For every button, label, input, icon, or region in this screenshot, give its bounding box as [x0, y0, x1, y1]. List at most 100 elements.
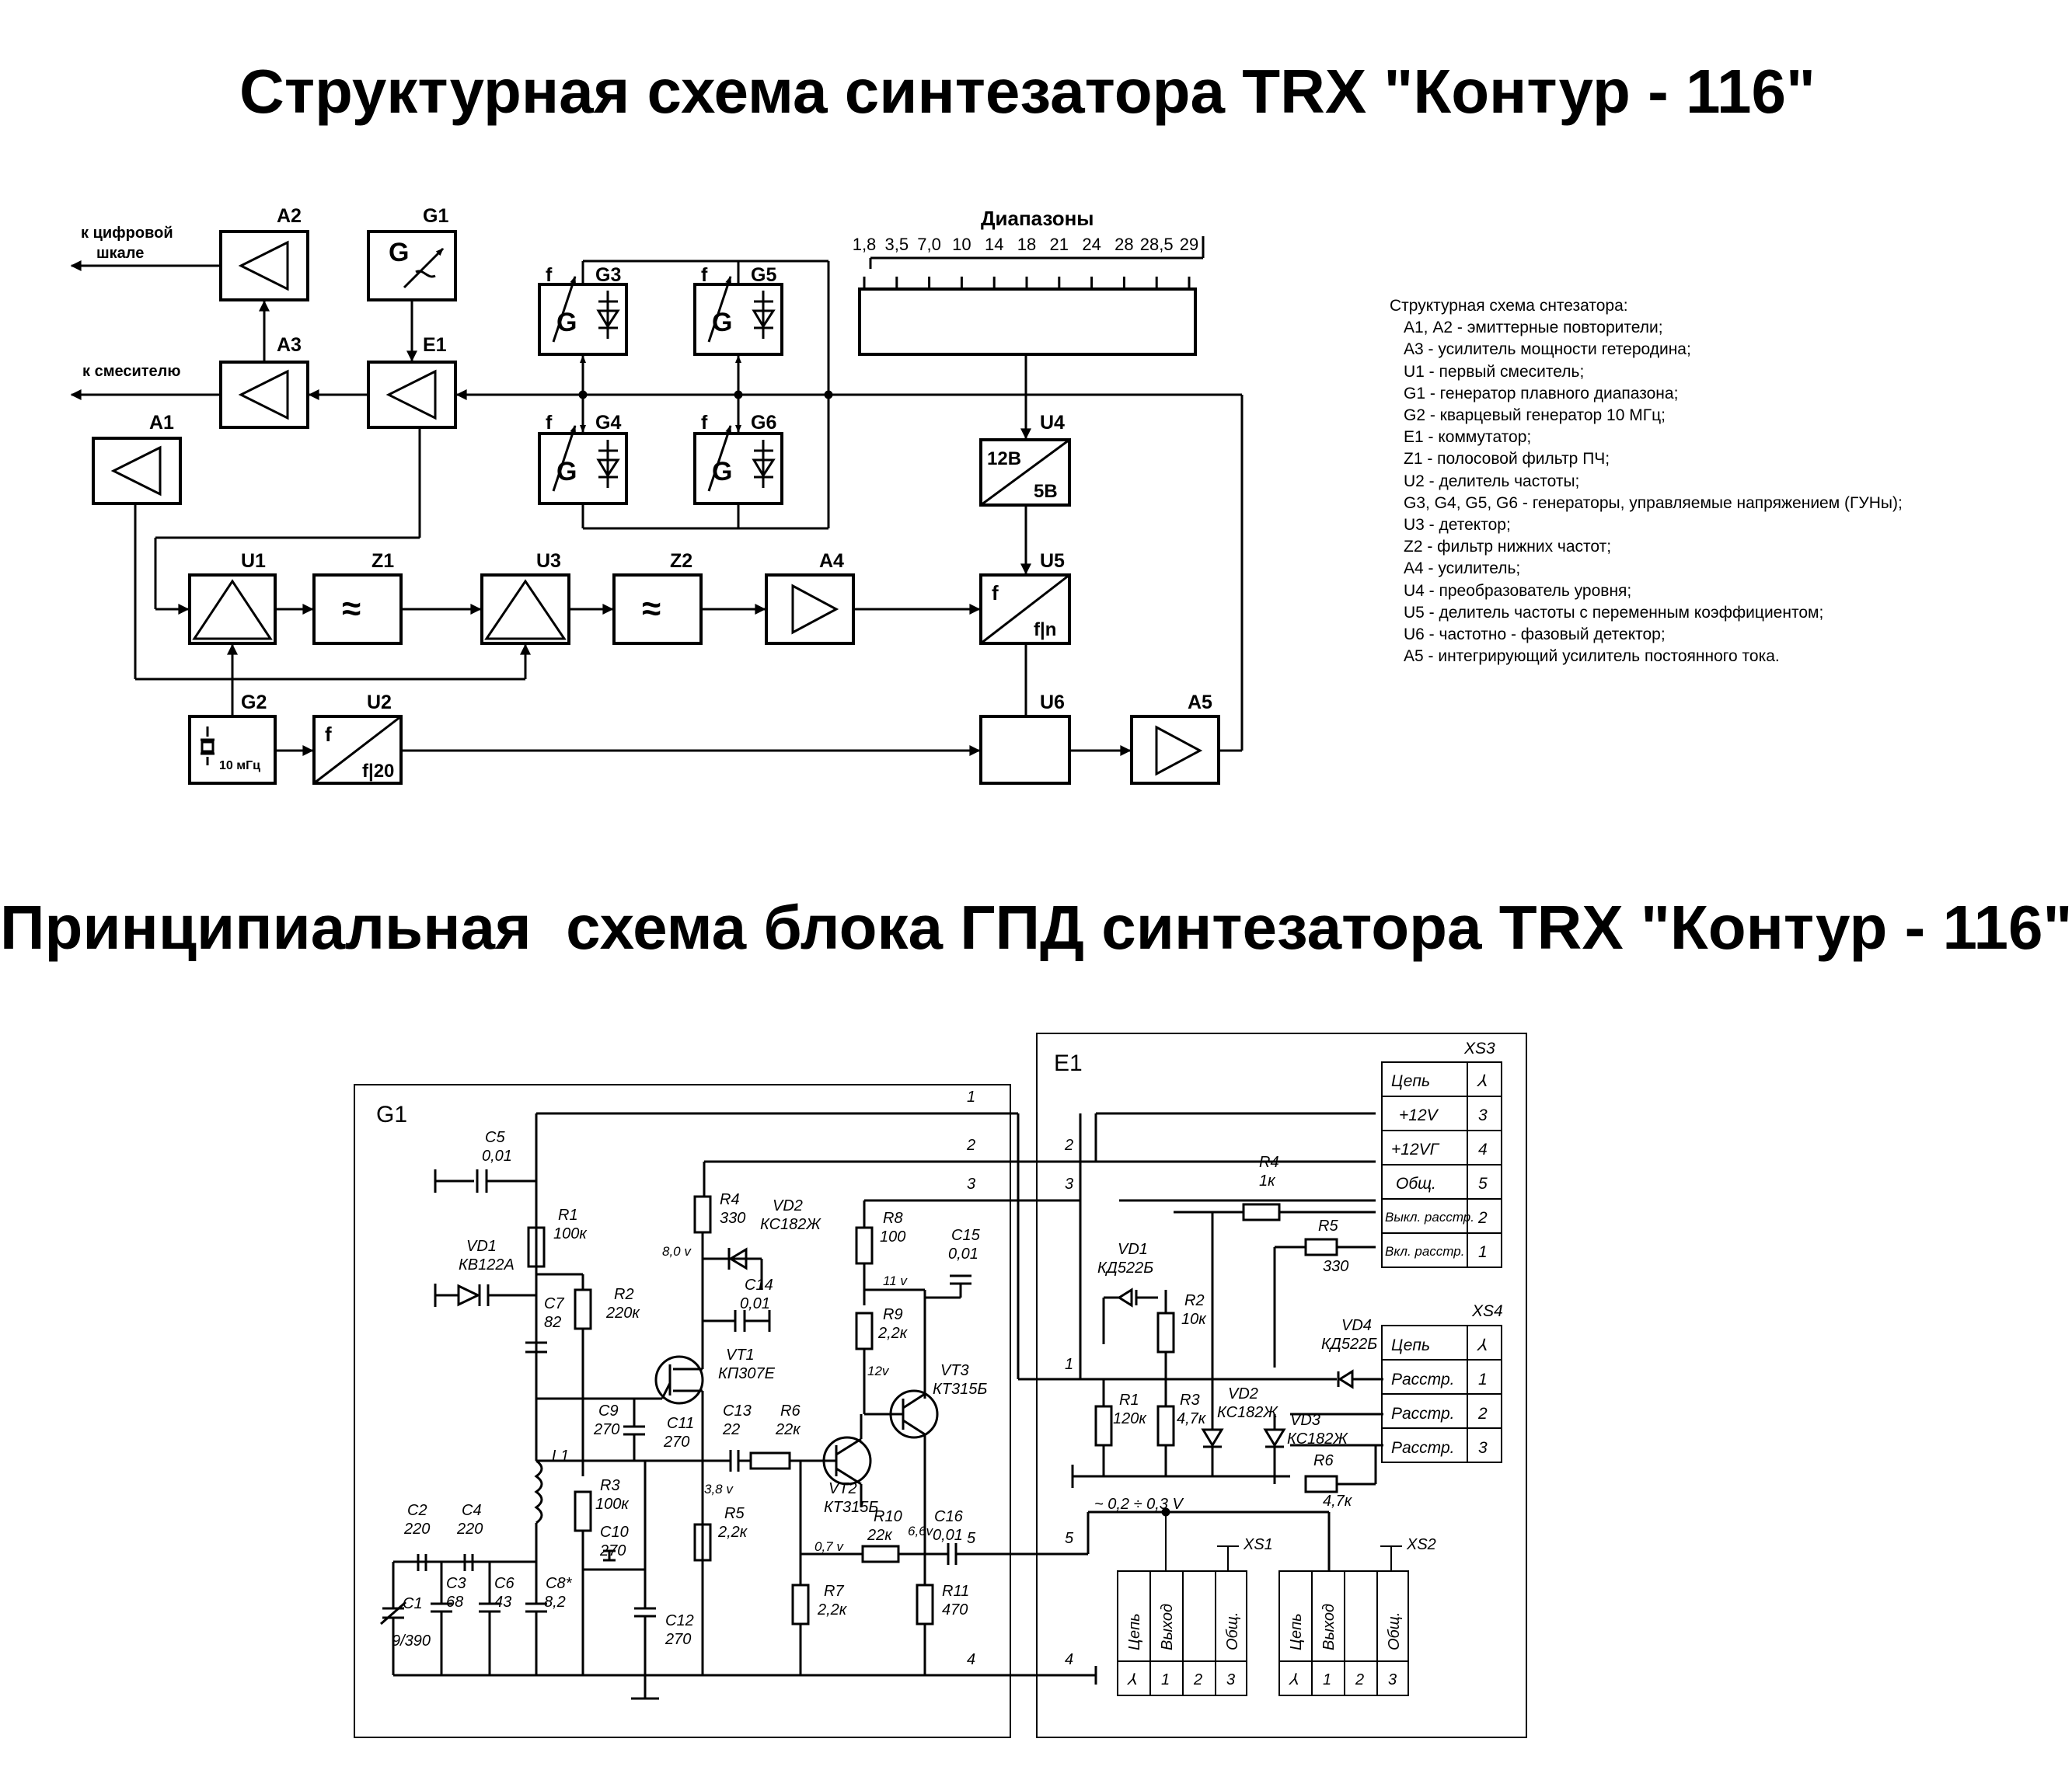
- c1-ref: C1: [403, 1595, 423, 1612]
- c13-value: 22: [722, 1421, 740, 1438]
- label-a2: A2: [277, 205, 302, 227]
- xs2-col: Выход: [1320, 1604, 1338, 1650]
- legend-item: U3 - детектор;: [1404, 516, 1511, 535]
- voltage-12v: 12v: [867, 1364, 890, 1378]
- pin-4: 4: [967, 1651, 975, 1668]
- c14-value: 0,01: [740, 1295, 770, 1312]
- c6-value: 43: [494, 1594, 511, 1611]
- block-g6: [693, 425, 783, 505]
- component-labels: C5 0,01 R1 100к VD1 КВ122А C7 82 R2 220к…: [392, 1129, 987, 1650]
- xs3-row-label: +12VГ: [1391, 1141, 1440, 1159]
- legend-title: Структурная схема снтезатора:: [1390, 297, 1628, 315]
- block-inner-text: G G G G G f f f f 12В 5В f f|n f f|20 10…: [219, 238, 1058, 782]
- xs2-name: XS2: [1406, 1536, 1436, 1553]
- c16-ref: C16: [934, 1508, 964, 1525]
- legend-item: А5 - интегрирующий усилитель постоянного…: [1404, 647, 1780, 666]
- e1-frame: [1036, 1033, 1527, 1738]
- u4-input-level: 12В: [987, 448, 1021, 469]
- legend-item: U4 - преобразователь уровня;: [1404, 581, 1632, 600]
- xs1-col: Цепь: [1126, 1613, 1143, 1650]
- vt2-ref: VT2: [828, 1480, 857, 1497]
- c9-value: 270: [593, 1421, 619, 1438]
- label-g6: G6: [751, 412, 776, 434]
- output-labels: к цифровой шкале к смесителю: [81, 225, 180, 380]
- c5-ref: C5: [485, 1129, 505, 1146]
- g1-symbol: G: [389, 238, 409, 267]
- legend-item: Е1 - коммутатор;: [1404, 428, 1532, 447]
- r1-ref: R1: [558, 1207, 578, 1224]
- label-u6: U6: [1040, 692, 1065, 713]
- g1-label: G1: [376, 1102, 407, 1127]
- legend-item: G1 - генератор плавного диапазона;: [1404, 384, 1679, 402]
- label-a4: A4: [819, 550, 844, 572]
- xs1-pin: 3: [1226, 1671, 1235, 1688]
- g2-frequency: 10 мГц: [219, 759, 260, 772]
- block-a1: [92, 437, 182, 505]
- vt3-ref: VT3: [940, 1362, 969, 1379]
- label-a5: A5: [1188, 692, 1212, 713]
- pin-1-e1: 1: [1065, 1356, 1073, 1373]
- vd2-ref: VD2: [773, 1197, 803, 1214]
- pin-4-e1: 4: [1065, 1651, 1073, 1668]
- block-a5: [1130, 715, 1220, 785]
- c11-ref: C11: [667, 1415, 694, 1432]
- block-g3: [538, 276, 628, 356]
- xs1-connector: [1117, 1512, 1247, 1696]
- label-g2: G2: [241, 692, 267, 713]
- vt1-value: КП307Е: [718, 1365, 776, 1382]
- vd1-ref: VD1: [466, 1238, 497, 1255]
- xs2-connector: [1278, 1545, 1409, 1696]
- e1-r2-ref: R2: [1184, 1292, 1205, 1309]
- pin-labels: 1 2 2 3 3 1 4 4 5 5: [966, 1089, 1074, 1668]
- xs4-connector: [1381, 1325, 1502, 1463]
- xs1-name: XS1: [1243, 1536, 1273, 1553]
- voltage-11v: 11 v: [883, 1274, 908, 1288]
- xs4-row-pin: 2: [1477, 1405, 1488, 1423]
- r10-ref: R10: [874, 1508, 902, 1525]
- e1-r3-ref: R3: [1180, 1392, 1200, 1409]
- xs4-row-pin: ⅄: [1476, 1336, 1487, 1354]
- c5-value: 0,01: [482, 1148, 512, 1165]
- c9-ref: C9: [598, 1402, 619, 1420]
- label-g1: G1: [423, 205, 448, 227]
- l1-ref: L1: [552, 1448, 569, 1465]
- c7-value: 82: [544, 1314, 561, 1331]
- xs4-row-label: Расстр.: [1391, 1405, 1454, 1423]
- e1-vd1-ref: VD1: [1118, 1241, 1148, 1258]
- e1-r6-value: 4,7к: [1323, 1493, 1353, 1510]
- g6-f: f: [701, 412, 708, 434]
- xs3-name: XS3: [1463, 1040, 1495, 1057]
- xs3-row-pin: ⅄: [1476, 1072, 1487, 1090]
- xs3-row-label: Общ.: [1396, 1175, 1436, 1193]
- e1-r5-value: 330: [1323, 1258, 1348, 1275]
- label-u1: U1: [241, 550, 266, 572]
- r4-ref: R4: [720, 1191, 740, 1208]
- r6-ref: R6: [780, 1402, 801, 1420]
- label-u5: U5: [1040, 550, 1065, 572]
- e1-r4-ref: R4: [1259, 1154, 1279, 1171]
- c4-value: 220: [456, 1521, 483, 1538]
- e1-label: E1: [1054, 1051, 1083, 1076]
- r8-value: 100: [880, 1228, 905, 1246]
- xs3-connector: [1381, 1061, 1502, 1268]
- legend-item: А4 - усилитель;: [1404, 559, 1521, 578]
- c12-ref: C12: [665, 1612, 694, 1629]
- band-label: 18: [1017, 235, 1036, 254]
- r11-ref: R11: [942, 1583, 969, 1600]
- block-labels: A2 G1 A3 E1 A1 G3 G5 G4 G6 U4 U1 Z1 U3 Z…: [149, 205, 1212, 713]
- c4-ref: C4: [462, 1502, 482, 1519]
- legend-item: U1 - первый смеситель;: [1404, 362, 1585, 381]
- block-g5: [693, 276, 783, 356]
- c2-ref: C2: [407, 1502, 427, 1519]
- r7-ref: R7: [824, 1583, 844, 1600]
- legend-item: G2 - кварцевый генератор 10 МГц;: [1404, 406, 1666, 425]
- legend-item: U2 - делитель частоты;: [1404, 472, 1580, 490]
- r8-ref: R8: [883, 1210, 903, 1227]
- band-label: 28,5: [1140, 235, 1174, 254]
- xs1-col: Общ.: [1224, 1612, 1241, 1650]
- e1-component-labels: R4 1к R5 330 VD1 КД522Б R2 10к R1 120к R…: [1094, 1154, 1377, 1513]
- g4-f: f: [546, 412, 553, 434]
- block-g2: [188, 715, 277, 785]
- g6-symbol: G: [712, 457, 732, 486]
